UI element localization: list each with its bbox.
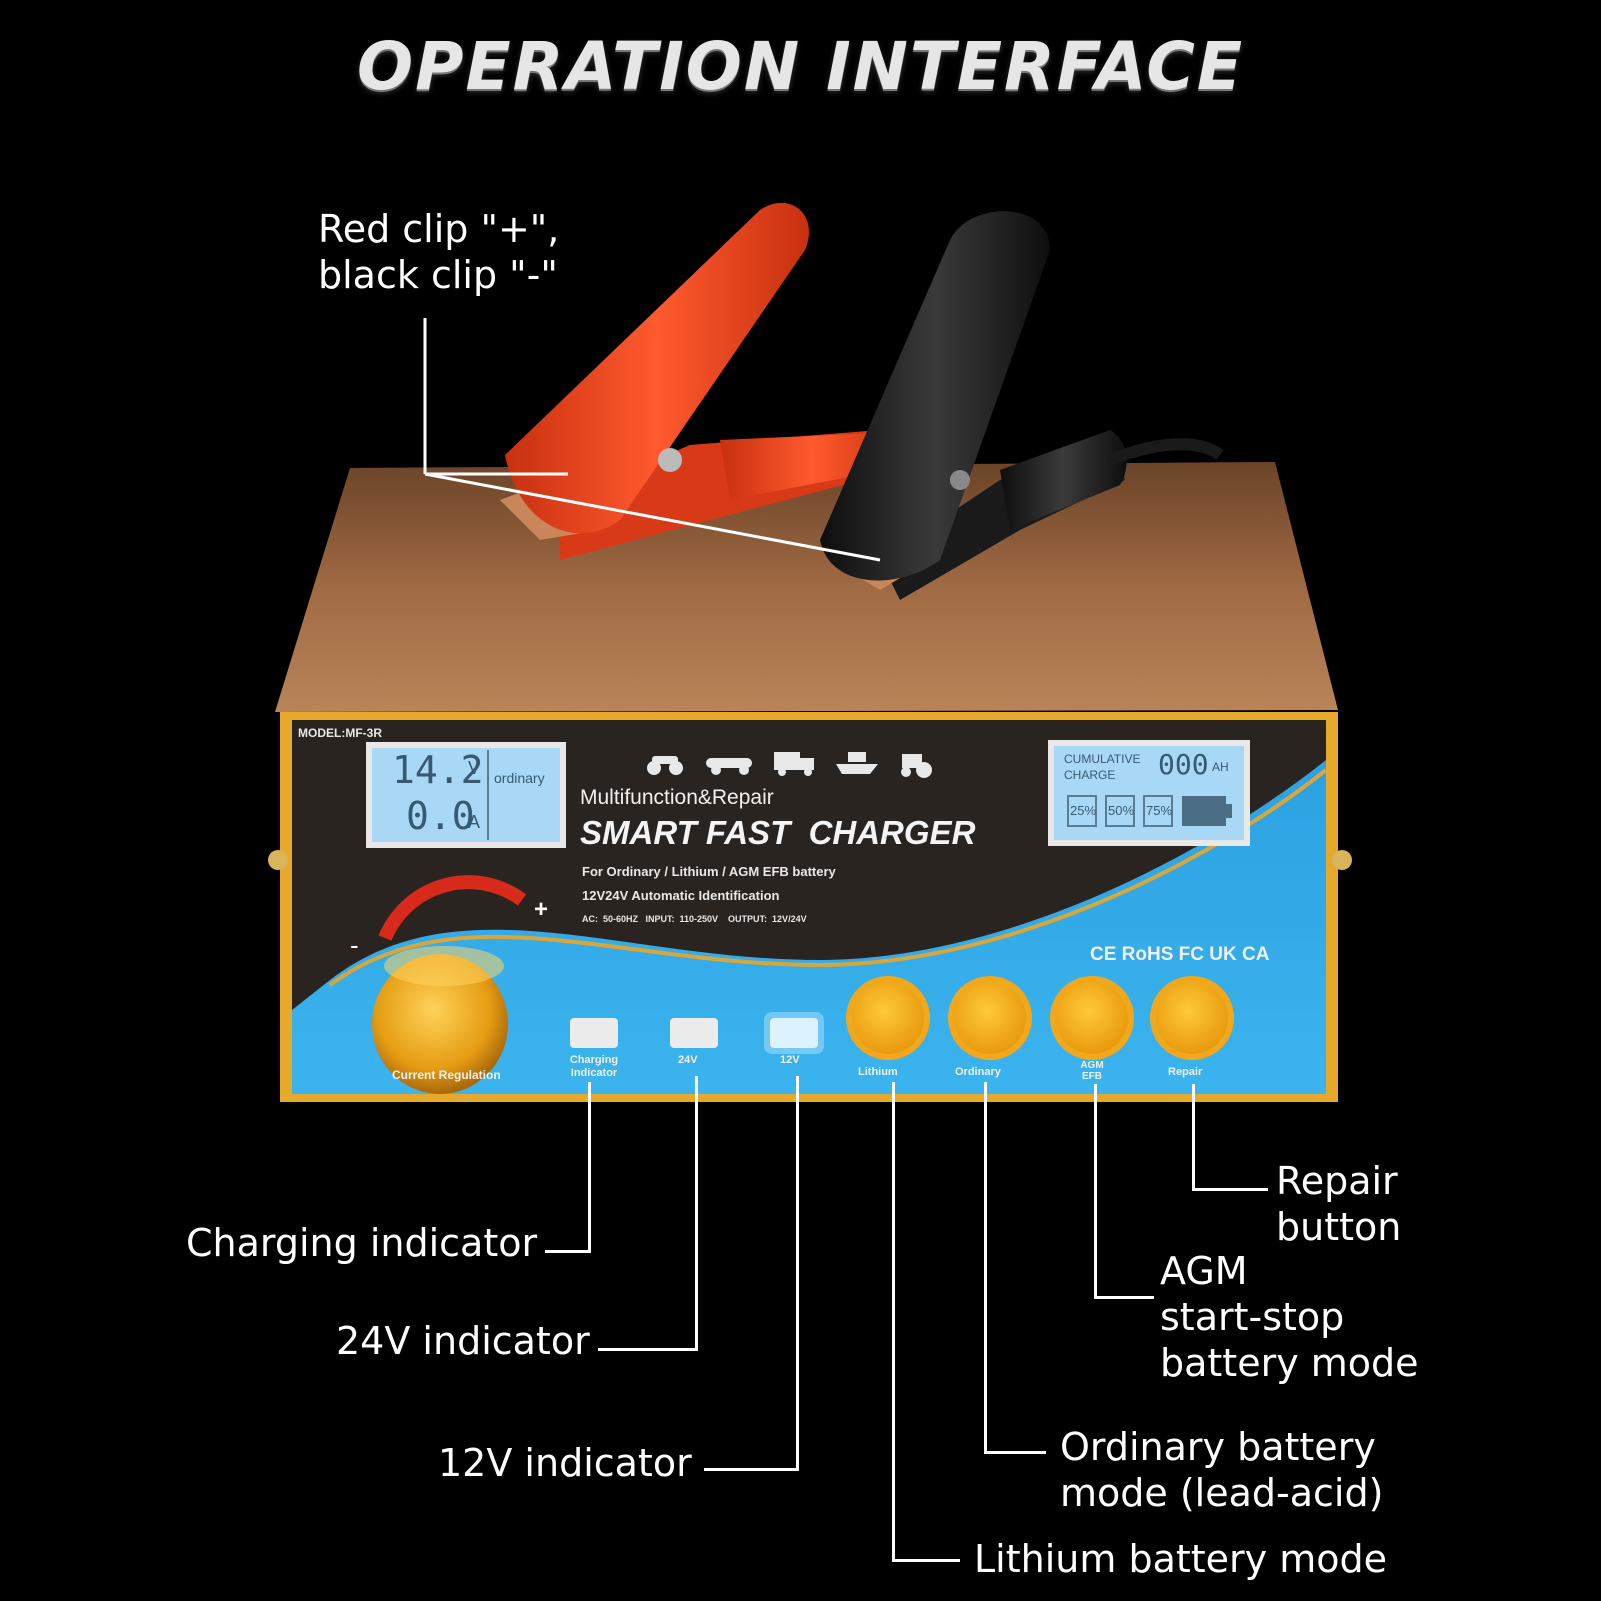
callout-agm-line2: start-stop bbox=[1160, 1295, 1345, 1339]
12v-indicator-led bbox=[770, 1018, 818, 1048]
vehicle-icons bbox=[647, 752, 932, 778]
callout-charging-indicator: Charging indicator bbox=[186, 1221, 538, 1265]
agm-button[interactable] bbox=[1050, 976, 1134, 1060]
lcd-left bbox=[372, 748, 560, 842]
knob-label: Current Regulation bbox=[392, 1068, 501, 1082]
lcd-level-75: 75% bbox=[1146, 803, 1173, 818]
button-label-repair: Repair bbox=[1168, 1066, 1203, 1078]
button-label-ordinary: Ordinary bbox=[955, 1066, 1001, 1078]
callout-24v-indicator: 24V indicator bbox=[336, 1319, 590, 1363]
panel-headline: SMART FAST CHARGER bbox=[580, 814, 976, 851]
lcd-level-25: 25% bbox=[1070, 803, 1097, 818]
panel-spec-io: AC: 50-60HZ INPUT: 110-250V OUTPUT: 12V/… bbox=[582, 914, 807, 924]
charger-top bbox=[275, 462, 1338, 712]
lcd-level-50: 50% bbox=[1108, 803, 1135, 818]
24v-indicator-led bbox=[670, 1018, 718, 1048]
callout-agm-line1: AGM bbox=[1160, 1249, 1248, 1293]
repair-button[interactable] bbox=[1150, 976, 1234, 1060]
callout-repair: Repair button bbox=[1276, 1158, 1401, 1250]
lcd-voltage-unit: V bbox=[468, 758, 481, 778]
panel-spec-auto: 12V24V Automatic Identification bbox=[582, 888, 780, 903]
certification-marks: CE RoHS FC UK CA bbox=[1090, 944, 1270, 965]
callout-clips-line2: black clip "-" bbox=[318, 253, 558, 297]
current-regulation-knob bbox=[372, 954, 508, 1094]
lcd-current: 0.0 bbox=[406, 794, 475, 838]
callout-ordinary-line1: Ordinary battery bbox=[1060, 1425, 1376, 1469]
led-label-charging: Charging Indicator bbox=[569, 1054, 619, 1079]
button-label-agm: AGM EFB bbox=[1080, 1060, 1104, 1082]
callout-agm-line3: battery mode bbox=[1160, 1341, 1419, 1385]
model-label: MODEL:MF-3R bbox=[298, 726, 382, 740]
red-clip bbox=[500, 202, 905, 560]
callout-clips: Red clip "+", black clip "-" bbox=[318, 206, 559, 298]
ordinary-button[interactable] bbox=[948, 976, 1032, 1060]
lcd-current-unit: A bbox=[468, 812, 481, 832]
black-clip bbox=[820, 211, 1127, 600]
knob-plus: + bbox=[534, 896, 549, 923]
callout-clips-line1: Red clip "+", bbox=[318, 207, 560, 251]
charging-indicator-led bbox=[570, 1018, 618, 1048]
lcd-charge-label: CHARGE bbox=[1064, 768, 1116, 782]
callout-repair-line1: Repair bbox=[1276, 1159, 1398, 1203]
led-label-12v: 12V bbox=[780, 1054, 800, 1066]
panel-spec-batteries: For Ordinary / Lithium / AGM EFB battery bbox=[582, 864, 836, 879]
callout-ordinary: Ordinary battery mode (lead-acid) bbox=[1060, 1424, 1383, 1516]
lcd-ah-unit: AH bbox=[1212, 760, 1229, 774]
callout-ordinary-line2: mode (lead-acid) bbox=[1060, 1471, 1384, 1515]
callout-lithium: Lithium battery mode bbox=[974, 1537, 1387, 1581]
button-label-lithium: Lithium bbox=[858, 1066, 898, 1078]
lcd-cumulative-label: CUMULATIVE bbox=[1064, 752, 1141, 766]
lcd-voltage: 14.2 bbox=[392, 748, 484, 792]
lcd-mode: ordinary bbox=[494, 770, 545, 786]
lcd-ah-value: 000 bbox=[1158, 748, 1209, 781]
led-label-24v: 24V bbox=[678, 1054, 698, 1066]
knob-minus: - bbox=[350, 930, 359, 960]
callout-repair-line2: button bbox=[1276, 1205, 1402, 1249]
current-regulation-knob-control[interactable] bbox=[372, 954, 508, 1094]
callout-12v-indicator: 12V indicator bbox=[438, 1441, 692, 1485]
lithium-button[interactable] bbox=[846, 976, 930, 1060]
panel-subtitle: Multifunction&Repair bbox=[580, 786, 774, 809]
callout-agm: AGM start-stop battery mode bbox=[1160, 1248, 1419, 1386]
page-title: OPERATION INTERFACE bbox=[357, 28, 1244, 105]
